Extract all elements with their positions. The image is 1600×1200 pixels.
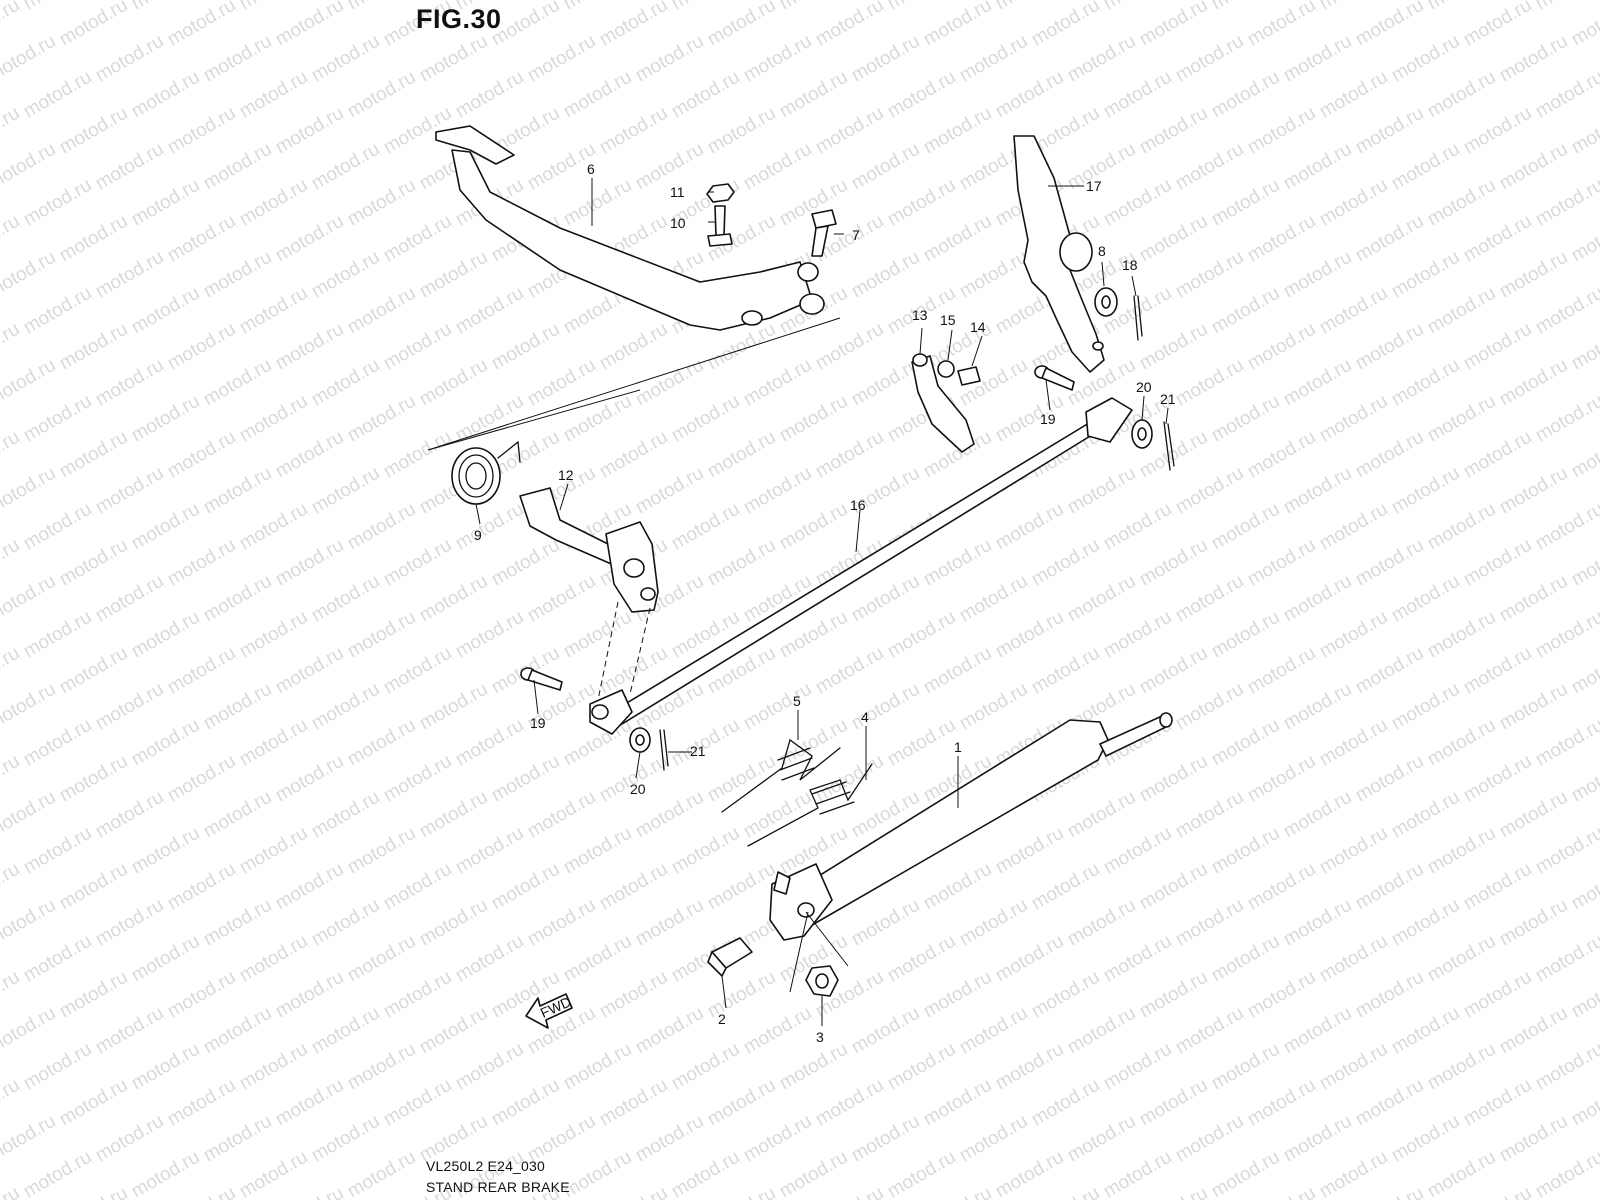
callout-20-right: 20	[1136, 379, 1152, 395]
plate-part-13	[911, 353, 975, 453]
spring-part-5	[721, 738, 841, 813]
clevis-pin-part-19-top	[1034, 365, 1075, 391]
washer-part-8	[1094, 287, 1118, 317]
clevis-pin-part-19-bottom	[520, 667, 563, 691]
callout-4: 4	[861, 709, 869, 725]
callout-14: 14	[970, 319, 986, 335]
bolt-part-14	[957, 366, 981, 386]
cotter-pin-part-21-left	[659, 729, 669, 771]
callout-19-bottom: 19	[530, 715, 546, 731]
figure-title: FIG.30	[416, 4, 502, 34]
bolt-part-10	[707, 205, 733, 247]
callout-3: 3	[816, 1029, 824, 1045]
callout-12: 12	[558, 467, 574, 483]
callout-19-top: 19	[1040, 411, 1056, 427]
callout-2: 2	[718, 1011, 726, 1027]
callout-7: 7	[852, 227, 860, 243]
callout-21-right: 21	[1160, 391, 1176, 407]
cotter-pin-part-18	[1133, 295, 1143, 341]
callout-11: 11	[670, 184, 685, 200]
callout-1: 1	[954, 739, 962, 755]
washer-part-15	[937, 360, 955, 378]
callout-15: 15	[940, 312, 956, 328]
figure-code: VL250L2 E24_030	[426, 1158, 545, 1174]
washer-part-20-left	[629, 727, 651, 753]
callout-13: 13	[912, 307, 928, 323]
side-stand-part-1	[769, 712, 1173, 941]
return-spring-part-9	[451, 440, 521, 505]
brake-shaft-part-12	[519, 487, 659, 613]
fwd-label: FWD	[538, 993, 574, 1021]
callout-labels: 1 2 3 4 5 6 7 8 9 10 11 12 13 14 15 16 1…	[474, 161, 1176, 1045]
brake-pedal-part-6	[435, 125, 825, 331]
figure-name: STAND REAR BRAKE	[426, 1179, 570, 1195]
callout-10: 10	[670, 215, 686, 231]
stand-bolt-part-2	[707, 937, 753, 977]
cotter-pin-part-21-right	[1163, 421, 1175, 471]
callout-21-left: 21	[690, 743, 706, 759]
stand-nut-part-3	[805, 965, 839, 997]
callout-5: 5	[793, 693, 801, 709]
callout-20-left: 20	[630, 781, 646, 797]
bolt-part-7	[811, 209, 837, 257]
callout-9: 9	[474, 527, 482, 543]
callout-8: 8	[1098, 243, 1106, 259]
callout-18: 18	[1122, 257, 1138, 273]
fwd-arrow-icon: FWD	[525, 993, 574, 1029]
callout-16: 16	[850, 497, 866, 513]
callout-6: 6	[587, 161, 595, 177]
washer-part-20-right	[1131, 419, 1153, 449]
brake-rod-part-16	[589, 397, 1133, 735]
leader-lines	[475, 178, 1169, 1026]
callout-17: 17	[1086, 178, 1102, 194]
brake-lever-part-17	[1013, 135, 1105, 373]
nut-part-11	[706, 183, 735, 203]
spring-part-4	[747, 763, 873, 847]
